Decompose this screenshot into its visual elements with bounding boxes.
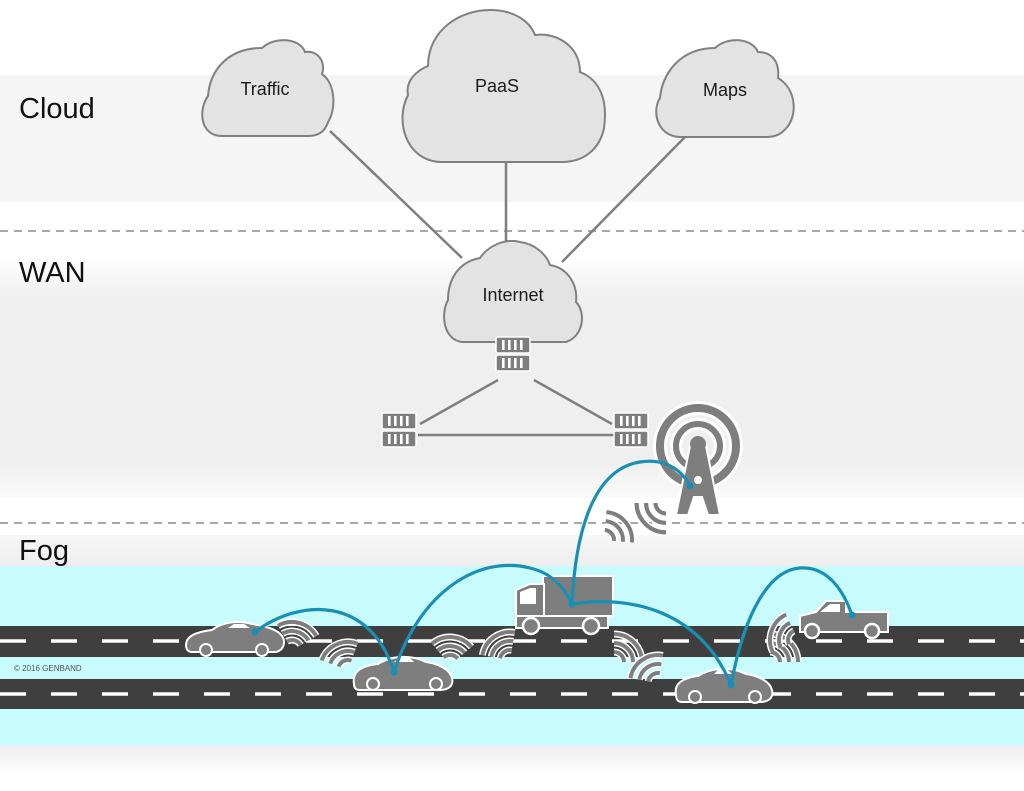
fog-layer-header-band [0, 535, 1024, 567]
internet-cloud: Internet [443, 240, 583, 343]
link-endpoint-dot [251, 628, 259, 636]
truck-icon [515, 575, 614, 636]
cell-tower-icon [653, 401, 743, 516]
pickup-truck-icon [799, 600, 889, 640]
link-endpoint-dot [390, 668, 398, 676]
link-endpoint-dot [848, 611, 856, 619]
link-endpoint-dot [727, 681, 735, 689]
link-router-top-left [419, 378, 499, 426]
copyright-notice: © 2016 GENBAND [14, 664, 82, 673]
maps-cloud: Maps [655, 39, 795, 138]
tower-signal-wave-icon [637, 503, 666, 532]
v2v-link-sedan-pickup [729, 566, 854, 687]
layer-label-cloud: Cloud [19, 93, 95, 125]
bottom-fade-band [0, 745, 1024, 775]
layer-label-wan: WAN [19, 257, 86, 289]
layer-label-fog: Fog [19, 535, 69, 567]
link-endpoint-dot [568, 600, 576, 608]
traffic-cloud-label: Traffic [240, 79, 289, 99]
link-traffic-internet [329, 130, 463, 259]
link-maps-internet [561, 135, 687, 263]
internet-cloud-label: Internet [482, 285, 543, 305]
paas-cloud-label: PaaS [475, 76, 519, 96]
maps-cloud-label: Maps [703, 80, 747, 100]
traffic-cloud: Traffic [201, 39, 335, 137]
sedan-lower-left-icon [352, 656, 454, 691]
link-endpoint-dot [686, 482, 694, 490]
sedan-lower-right-icon [674, 668, 774, 704]
paas-cloud: PaaS [401, 8, 606, 163]
v2v-link-sedan-truck [392, 563, 574, 674]
road-lower [0, 679, 1024, 709]
v2v-link-truck-sedan [570, 600, 733, 687]
v2v-link-sportscar-sedan [253, 607, 396, 674]
v2i-link-truck-tower [570, 459, 692, 606]
link-router-top-right [533, 378, 613, 426]
